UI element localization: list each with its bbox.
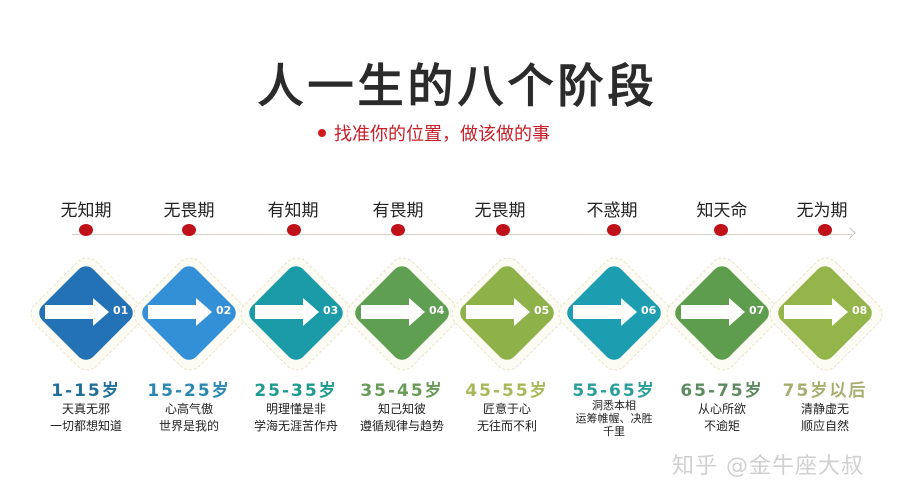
stage-description: 清静虚无顺应自然: [760, 401, 890, 435]
description-line: 洞悉本相: [592, 399, 636, 412]
timeline-dot-icon: [287, 224, 301, 236]
stage-number: 08: [852, 304, 868, 317]
stage-number: 02: [216, 304, 232, 317]
arrow-right-icon: [784, 305, 836, 319]
arrow-right-icon: [148, 305, 200, 319]
description-line: 运筹帷幄、决胜: [575, 412, 653, 425]
stage-age: 1-15岁: [51, 381, 121, 401]
description-line: 天真无邪: [61, 402, 110, 416]
timeline-dot-icon: [714, 224, 728, 236]
stage-description: 天真无邪一切都想知道: [21, 401, 151, 435]
subtitle-text: 找准你的位置，做该做的事: [334, 124, 550, 145]
description-line: 千里: [603, 425, 625, 438]
stage-diamond: 03: [234, 251, 360, 377]
description-line: 学海无涯苦作舟: [253, 419, 338, 433]
timeline-dot-icon: [182, 224, 196, 236]
stage-diamond: 07: [660, 251, 786, 377]
stage-diamond: 08: [763, 251, 889, 377]
description-line: 明理懂是非: [265, 402, 326, 416]
stage-diamond: 01: [24, 251, 150, 377]
stage-age: 55-65岁: [572, 381, 656, 401]
subtitle: 找准你的位置，做该做的事: [318, 120, 550, 146]
arrow-head-icon: [196, 298, 212, 326]
arrow-head-icon: [409, 298, 425, 326]
arrow-right-icon: [45, 305, 97, 319]
description-line: 不逾矩: [703, 419, 740, 433]
timeline-dot-icon: [391, 224, 405, 236]
page-title: 人一生的八个阶段: [257, 59, 658, 113]
stage-description: 从心所欲不逾矩: [657, 401, 787, 435]
timeline-dot-icon: [79, 224, 93, 236]
timeline-line: [72, 234, 852, 235]
arrow-head-icon: [514, 298, 530, 326]
description-line: 一切都想知道: [49, 419, 122, 433]
stage-name: 不惑期: [586, 201, 638, 221]
stage-name: 无知期: [60, 201, 112, 221]
arrow-head-icon: [621, 298, 637, 326]
stage-number: 03: [323, 304, 339, 317]
stage-age: 35-45岁: [360, 381, 444, 401]
description-line: 顺应自然: [800, 419, 849, 433]
stage-name: 无为期: [796, 201, 848, 221]
bullet-dot-icon: [318, 129, 326, 137]
stage-number: 07: [749, 304, 765, 317]
arrow-head-icon: [832, 298, 848, 326]
arrow-head-icon: [303, 298, 319, 326]
stage-number: 05: [534, 304, 550, 317]
description-line: 心高气傲: [164, 402, 213, 416]
stage-age: 75岁以后: [782, 381, 868, 401]
stage-age: 65-75岁: [680, 381, 764, 401]
stage-name: 有畏期: [372, 201, 424, 221]
stage-age: 25-35岁: [254, 381, 338, 401]
stage-diamond: 02: [127, 251, 253, 377]
arrow-right-icon: [466, 305, 518, 319]
stage-description: 心高气傲世界是我的: [124, 401, 254, 435]
description-line: 从心所欲: [697, 402, 746, 416]
stage-age: 45-55岁: [465, 381, 549, 401]
arrow-right-icon: [573, 305, 625, 319]
description-line: 遵循规律与趋势: [359, 419, 444, 433]
stage-name: 知天命: [696, 201, 748, 221]
stage-description: 匠意于心无往而不利: [442, 401, 572, 435]
description-line: 世界是我的: [158, 419, 219, 433]
description-line: 匠意于心: [482, 402, 531, 416]
stage-description: 知己知彼遵循规律与趋势: [337, 401, 467, 435]
arrow-head-icon: [93, 298, 109, 326]
stage-description: 洞悉本相运筹帷幄、决胜千里: [549, 399, 679, 438]
stage-name: 无畏期: [163, 201, 215, 221]
stage-diamond: 04: [340, 251, 466, 377]
description-line: 知己知彼: [377, 402, 426, 416]
stage-number: 06: [641, 304, 657, 317]
timeline-arrow-icon: [844, 227, 856, 239]
description-line: 清静虚无: [800, 402, 849, 416]
timeline-dot-icon: [496, 224, 510, 236]
arrow-right-icon: [255, 305, 307, 319]
stage-diamond: 06: [552, 251, 678, 377]
timeline-dot-icon: [607, 224, 621, 236]
stage-age: 15-25岁: [147, 381, 231, 401]
arrow-head-icon: [729, 298, 745, 326]
stage-name: 无畏期: [474, 201, 526, 221]
description-line: 无往而不利: [476, 419, 537, 433]
arrow-right-icon: [361, 305, 413, 319]
arrow-right-icon: [681, 305, 733, 319]
stage-diamond: 05: [445, 251, 571, 377]
timeline-dot-icon: [818, 224, 832, 236]
stage-number: 01: [113, 304, 129, 317]
stage-description: 明理懂是非学海无涯苦作舟: [231, 401, 361, 435]
watermark: 知乎 @金牛座大叔: [672, 454, 864, 479]
stage-number: 04: [429, 304, 445, 317]
stage-name: 有知期: [267, 201, 319, 221]
